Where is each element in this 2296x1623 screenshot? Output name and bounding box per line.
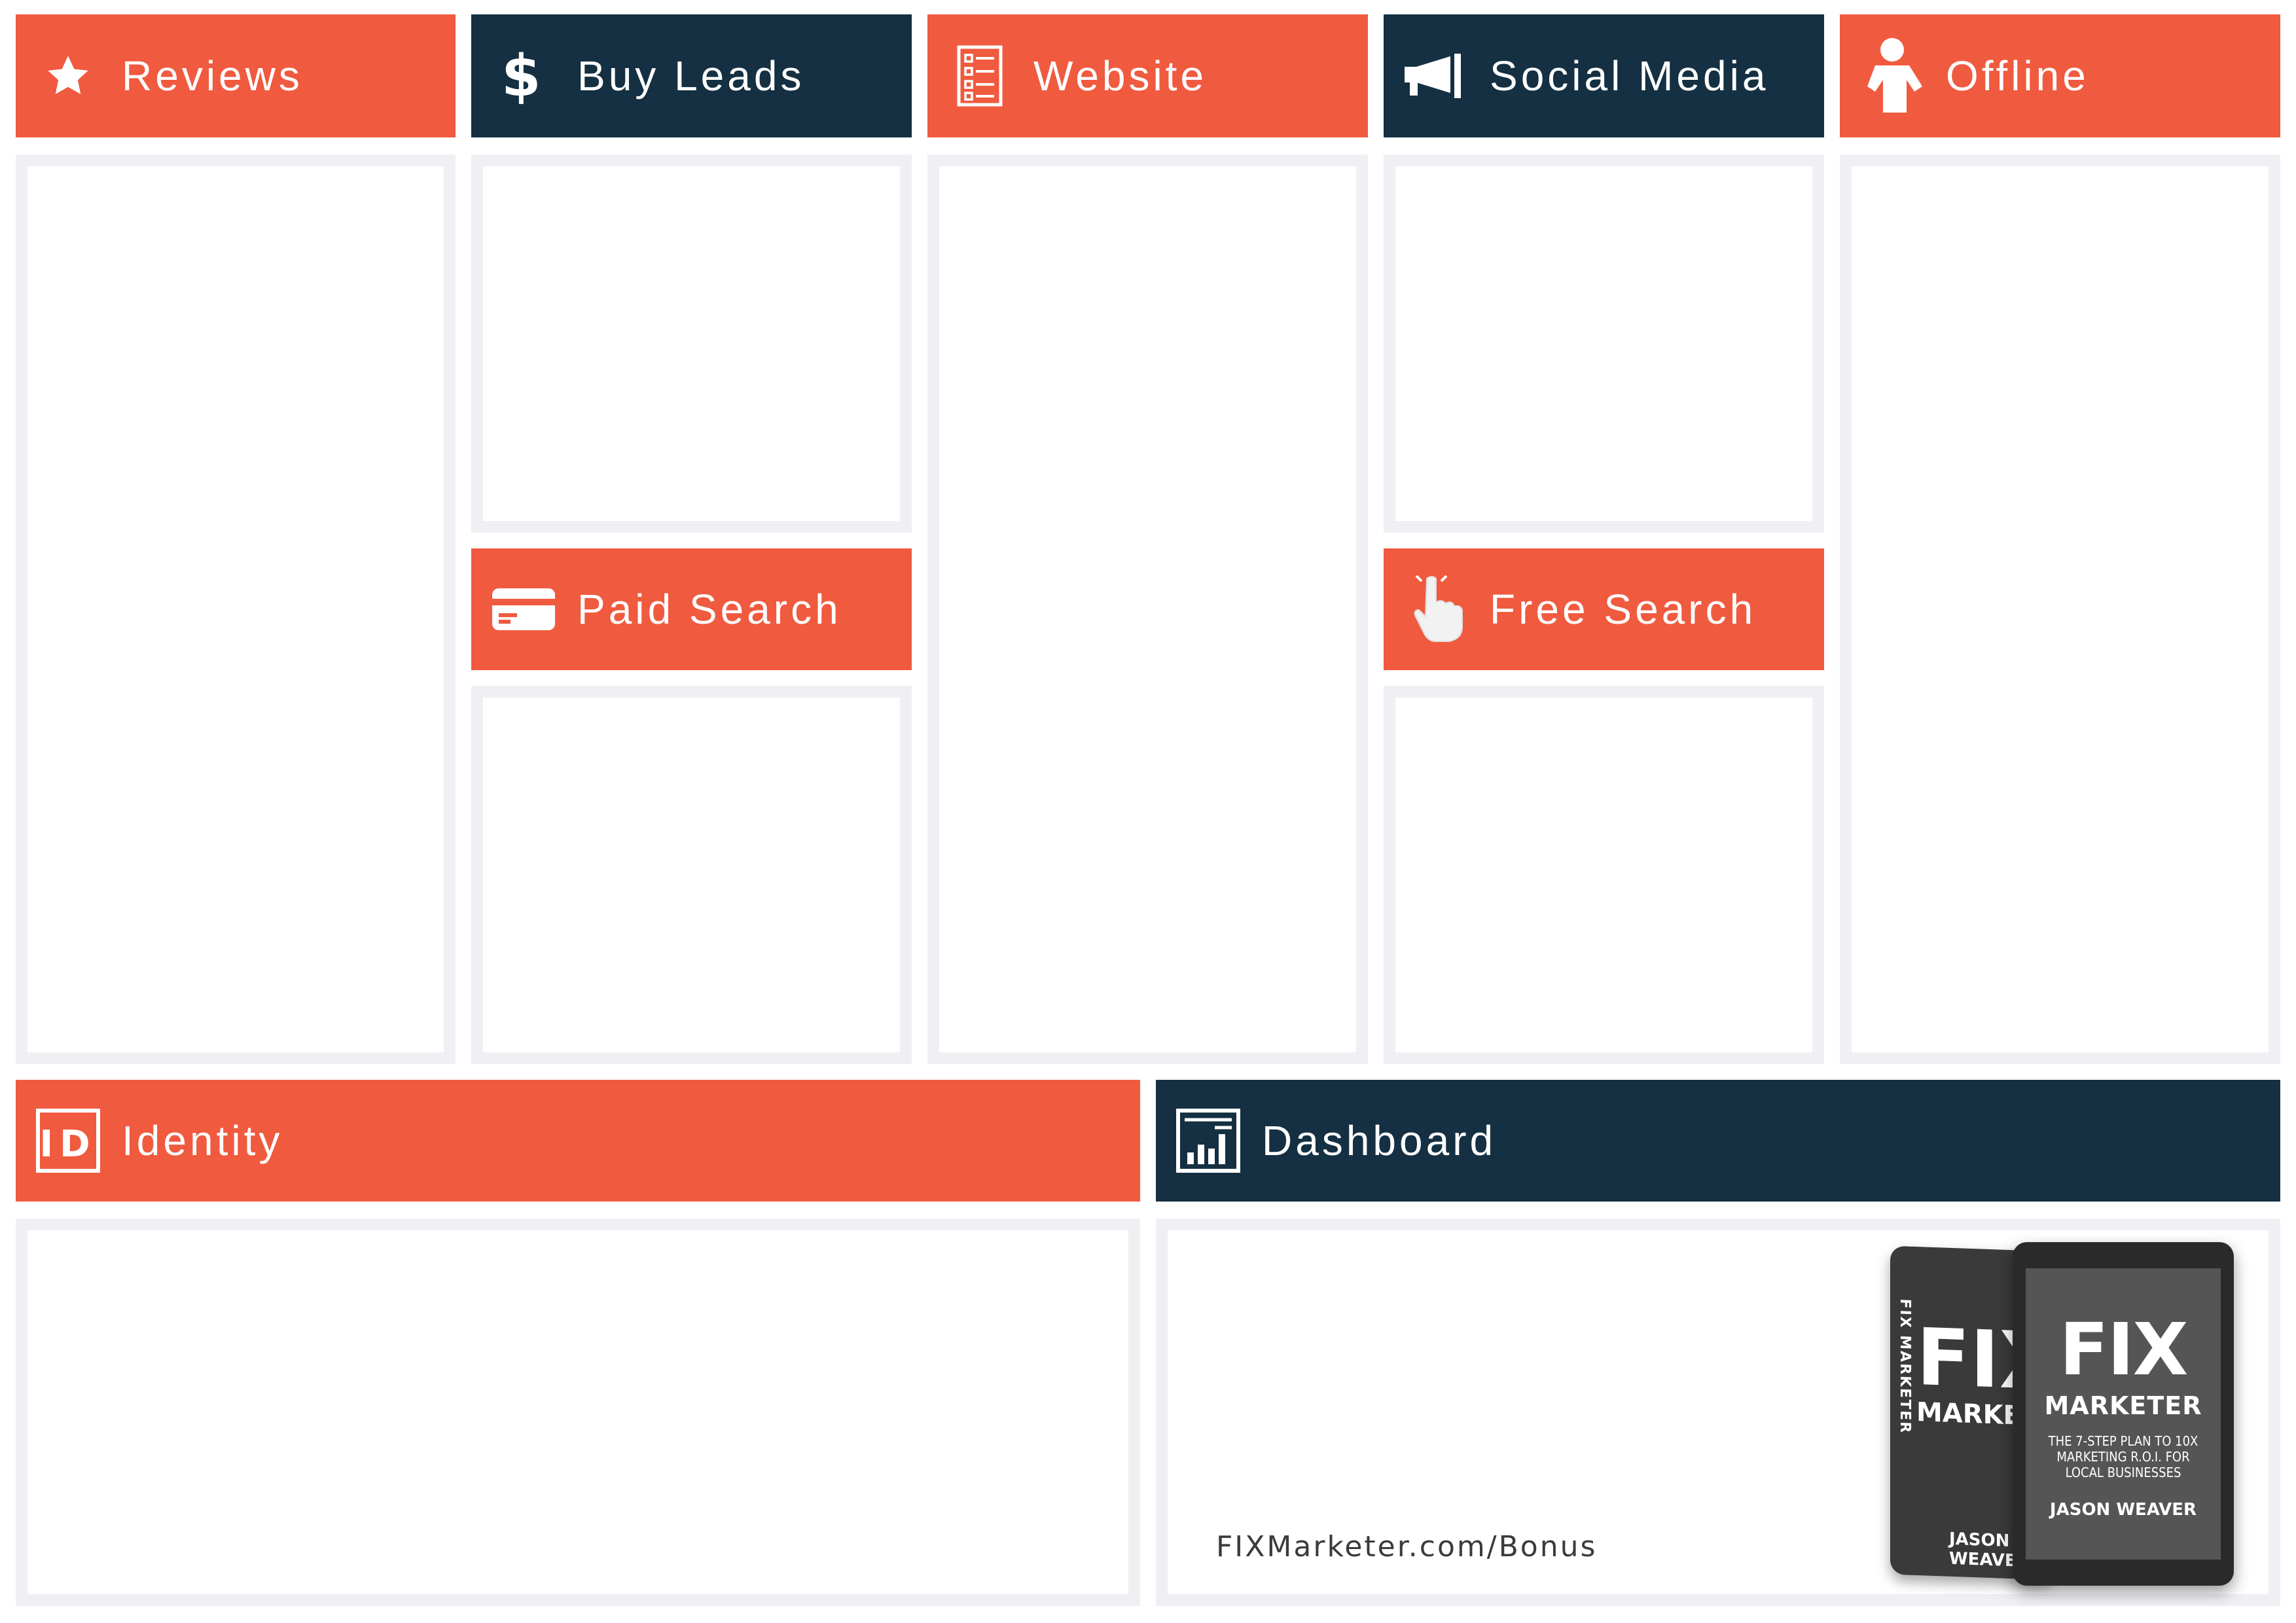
credit-card-icon: [491, 570, 556, 649]
id-icon: ID: [35, 1101, 101, 1180]
star-icon: [35, 37, 101, 115]
header-buy-leads: $ Buy Leads: [471, 14, 912, 137]
svg-text:$: $: [504, 46, 543, 105]
book-title-marketer: MARKETER: [2044, 1391, 2202, 1420]
header-offline: Offline: [1840, 14, 2280, 137]
identity-panel: [16, 1219, 1140, 1606]
dollar-icon: $: [491, 37, 556, 115]
megaphone-icon: [1403, 37, 1469, 115]
header-identity: ID Identity: [16, 1080, 1140, 1202]
header-social-media-label: Social Media: [1490, 52, 1769, 99]
dashboard-chart-icon: [1175, 1101, 1241, 1180]
header-website-label: Website: [1033, 52, 1208, 99]
header-dashboard: Dashboard: [1156, 1080, 2280, 1202]
free-search-panel: [1384, 686, 1824, 1064]
header-free-search-label: Free Search: [1490, 586, 1757, 633]
header-identity-label: Identity: [122, 1117, 283, 1164]
header-paid-search: Paid Search: [471, 548, 912, 670]
reviews-panel: [16, 154, 456, 1064]
tablet-book-cover: FIX MARKETER THE 7-STEP PLAN TO 10X MARK…: [2013, 1242, 2234, 1586]
header-paid-search-label: Paid Search: [577, 586, 842, 633]
book-author: JASON WEAVER: [2049, 1500, 2197, 1520]
offline-panel: [1840, 154, 2280, 1064]
header-buy-leads-label: Buy Leads: [577, 52, 805, 99]
book-title-fix: FIX: [2059, 1308, 2189, 1391]
bonus-link[interactable]: FIXMarketer.com/Bonus: [1216, 1530, 1598, 1563]
header-website: Website: [927, 14, 1368, 137]
social-media-panel: [1384, 154, 1824, 533]
header-reviews: Reviews: [16, 14, 456, 137]
header-offline-label: Offline: [1946, 52, 2089, 99]
paid-search-panel: [471, 686, 912, 1064]
book-subtitle: THE 7-STEP PLAN TO 10X MARKETING R.O.I. …: [2048, 1433, 2198, 1480]
website-panel: [927, 154, 1368, 1064]
header-free-search: Free Search: [1384, 548, 1824, 670]
person-icon: [1859, 37, 1925, 115]
svg-text:ID: ID: [39, 1123, 96, 1166]
document-list-icon: [947, 37, 1013, 115]
header-social-media: Social Media: [1384, 14, 1824, 137]
header-reviews-label: Reviews: [122, 52, 303, 99]
pointer-hand-icon: [1403, 570, 1469, 649]
book-spine-title: FIX MARKETER: [1897, 1298, 1913, 1435]
buy-leads-panel: [471, 154, 912, 533]
header-dashboard-label: Dashboard: [1262, 1117, 1497, 1164]
